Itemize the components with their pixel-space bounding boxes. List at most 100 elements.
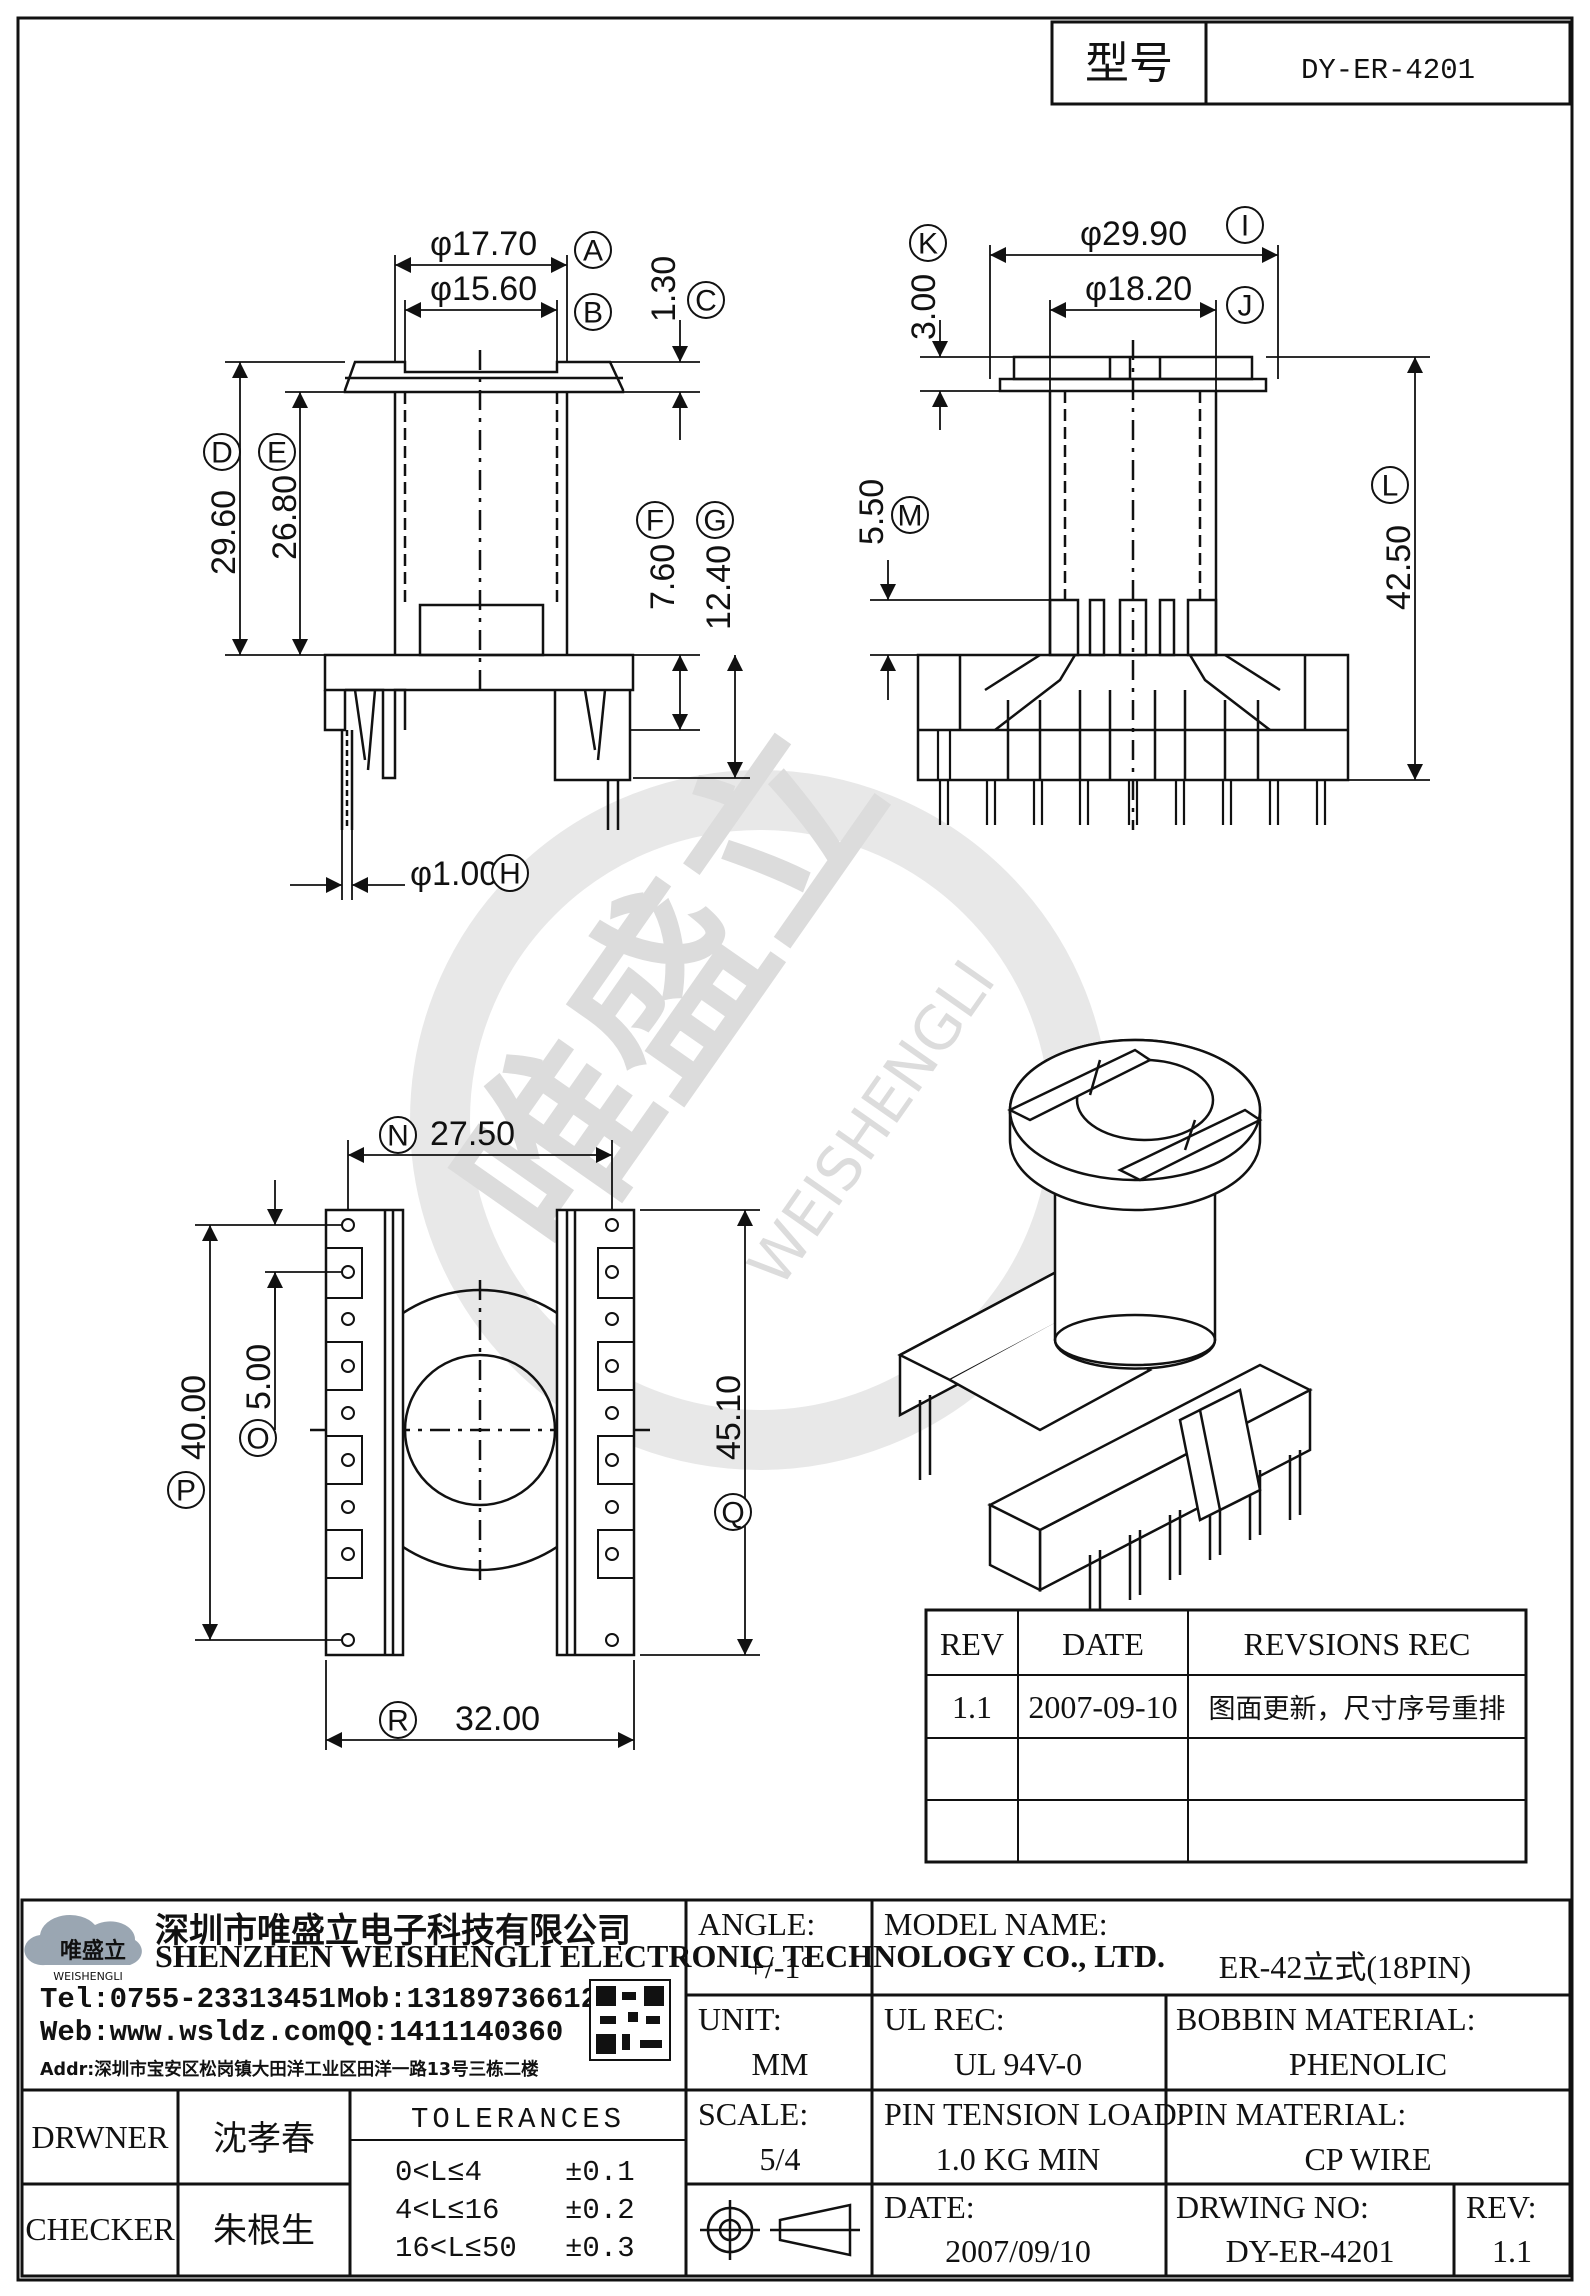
dim-j-value: φ18.20 [1085,270,1192,308]
model-name-value: ER-42立式(18PIN) [1219,1949,1471,1985]
model-header: 型号 DY-ER-4201 [1050,20,1572,106]
model-header-label: 型号 [1085,38,1173,89]
drawing-no-label: DRWING NO: [1176,2189,1369,2225]
tolerances-label: TOLERANCES [411,2103,625,2136]
front-view-dimensions: φ17.70 A φ15.60 B 1.30 C D 29.60 E 26.80… [203,225,738,893]
company-logo: 唯盛立 WEISHENGLI [24,1915,142,1983]
drawer-label: DRWNER [32,2119,170,2155]
dim-a-value: φ17.70 [430,225,537,263]
company-name-cn: 深圳市唯盛立电子科技有限公司 [155,1911,631,1951]
unit-label: UNIT: [698,2001,782,2037]
drawing-no-value: DY-ER-4201 [1226,2233,1395,2269]
unit-value: MM [752,2046,809,2082]
rev-row-1-date: 2007-09-10 [1028,1689,1177,1725]
dim-f-label: F [646,505,664,538]
dim-r-label: R [387,1705,409,1738]
scale-value: 5/4 [760,2141,801,2177]
dim-o-value: 5.00 [240,1344,278,1410]
date-value: 2007/09/10 [945,2233,1091,2269]
dim-d-label: D [211,437,233,470]
pin-material-label: PIN MATERIAL: [1176,2096,1406,2132]
pin-material-value: CP WIRE [1304,2141,1431,2177]
model-name-label: MODEL NAME: [884,1906,1108,1942]
company-web: Web:www.wsldz.com [40,2016,336,2049]
dim-r-value: 32.00 [455,1700,540,1738]
logo-text: 唯盛立 [60,1938,126,1964]
tol-range-1: 0<L≤4 [395,2156,482,2189]
side-view [870,245,1430,830]
bobbin-label: BOBBIN MATERIAL: [1176,2001,1476,2037]
bottom-view [195,1140,760,1750]
dim-h-label: H [499,858,521,891]
dim-a-label: A [583,235,603,268]
tol-value-2: ±0.2 [565,2194,635,2227]
dim-m-label: M [898,500,923,533]
dim-l-label: L [1382,470,1399,503]
dim-m-value: 5.50 [853,479,891,545]
projection-symbol [700,2200,860,2260]
bottom-view-dimensions: N 27.50 O 5.00 P 40.00 Q 45.10 R 32.00 [167,1115,752,1739]
ul-label: UL REC: [884,2001,1005,2037]
side-view-dimensions: φ29.90 I φ18.20 J K 3.00 L 42.50 M 5.50 [853,206,1418,610]
dim-l-value: 42.50 [1380,525,1418,610]
dim-o-label: O [246,1423,269,1456]
dim-b-value: φ15.60 [430,270,537,308]
tension-value: 1.0 KG MIN [936,2141,1100,2177]
isometric-view [897,1038,1313,1620]
dim-p-label: P [176,1475,196,1508]
checker-label: CHECKER [25,2211,175,2247]
angle-label: ANGLE: [698,1906,815,1942]
rev-value: 1.1 [1492,2233,1532,2269]
dim-k-value: 3.00 [905,274,943,340]
company-qq: QQ:1411140360 [337,2016,563,2049]
dim-c-value: 1.30 [645,256,683,322]
drawer-name: 沈孝春 [213,2119,315,2159]
dim-h-value: φ1.00 [410,855,498,893]
dim-e-value: 26.80 [266,475,304,560]
dim-k-label: K [918,228,938,261]
company-addr: Addr:深圳市宝安区松岗镇大田洋工业区田洋一路13号三栋二楼 [40,2059,539,2080]
dim-q-value: 45.10 [710,1375,748,1460]
rev-row-1-rev: 1.1 [952,1689,992,1725]
tension-label: PIN TENSION LOAD: [884,2096,1186,2132]
tol-value-3: ±0.3 [565,2232,635,2265]
rev-label: REV: [1466,2189,1537,2225]
model-header-value: DY-ER-4201 [1301,54,1475,87]
dim-e-label: E [267,437,287,470]
dim-c-label: C [695,285,717,318]
qr-code [589,1979,671,2061]
company-name-en: SHENZHEN WEISHENGLI ELECTRONIC TECHNOLOG… [155,1938,1165,1974]
dim-n-label: N [387,1120,409,1153]
dim-q-label: Q [721,1497,744,1530]
dim-g-label: G [703,505,726,538]
logo-sub: WEISHENGLI [53,1970,122,1983]
bobbin-value: PHENOLIC [1289,2046,1447,2082]
checker-name: 朱根生 [213,2211,315,2251]
scale-label: SCALE: [698,2096,808,2132]
tol-range-3: 16<L≤50 [395,2232,517,2265]
date-label: DATE: [884,2189,975,2225]
dim-p-value: 40.00 [175,1375,213,1460]
dim-b-label: B [583,297,603,330]
dim-n-value: 27.50 [430,1115,515,1153]
rev-header-date: DATE [1062,1626,1144,1662]
front-view [225,255,750,900]
rev-header-rec: REVSIONS REC [1244,1626,1471,1662]
rev-header-rev: REV [940,1626,1004,1662]
dim-g-value: 12.40 [700,545,738,630]
dim-i-label: I [1241,210,1249,243]
dim-i-value: φ29.90 [1080,215,1187,253]
ul-value: UL 94V-0 [954,2046,1082,2082]
tol-range-2: 4<L≤16 [395,2194,499,2227]
dim-d-value: 29.60 [205,490,243,575]
dim-j-label: J [1238,290,1253,323]
rev-row-1-rec: 图面更新，尺寸序号重排 [1209,1694,1506,1725]
revision-table: REV DATE REVSIONS REC 1.1 2007-09-10 图面更… [924,1608,1528,1864]
tol-value-1: ±0.1 [565,2156,635,2189]
sheet-border [16,16,1574,2282]
company-tel: Tel:0755-23313451 [40,1983,336,2016]
title-block: 唯盛立 WEISHENGLI 深圳市唯盛立电子科技有限公司 SHENZHEN W… [20,1898,1572,2278]
company-mob: Mob:13189736612 [337,1983,598,2016]
angle-value: +/-1° [747,1949,813,1985]
